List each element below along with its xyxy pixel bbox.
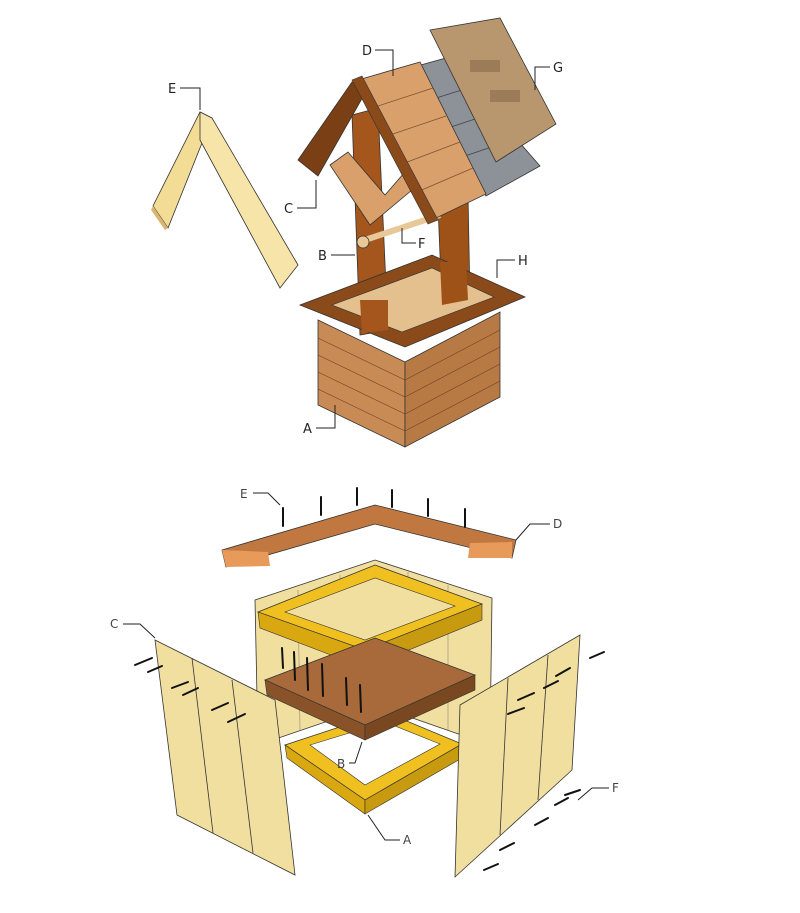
- leader-c-top: [297, 180, 317, 209]
- platform-screws: [281, 647, 362, 713]
- label-g-top: G: [553, 61, 563, 76]
- label-d-top: D: [362, 44, 372, 59]
- label-e-top: E: [168, 82, 176, 97]
- leader-g-top: [534, 66, 550, 90]
- leader-d-top: [375, 49, 394, 76]
- label-h-top: H: [518, 254, 528, 269]
- leader-f-bottom: [577, 787, 609, 801]
- label-e-bottom: E: [240, 487, 248, 501]
- part-f-side-panel: [454, 634, 581, 878]
- panel-c-screws: [134, 657, 246, 723]
- leader-a-bottom: [367, 814, 400, 841]
- leader-c-bottom: [123, 623, 156, 639]
- label-b-bottom: B: [337, 757, 345, 771]
- leader-d-bottom: [515, 523, 550, 541]
- box-right-face: [404, 311, 501, 448]
- leader-a-top: [316, 405, 336, 429]
- label-c-bottom: C: [110, 617, 118, 631]
- crank-knob: [356, 235, 370, 249]
- roof-fascia: [351, 75, 439, 225]
- label-f-bottom: F: [612, 781, 619, 795]
- panel-f-screws: [483, 651, 605, 871]
- trim-screws: [282, 487, 466, 528]
- top-assembly: E D G C B F H A: [151, 17, 563, 448]
- label-c-top: C: [284, 202, 293, 217]
- label-d-bottom: D: [553, 517, 562, 531]
- part-c-side-panel: [154, 639, 296, 876]
- part-e-a-frame: [151, 111, 299, 289]
- label-a-bottom: A: [403, 833, 412, 847]
- leader-h-top: [496, 259, 515, 278]
- leader-e-bottom: [253, 492, 281, 506]
- label-f-top: F: [418, 237, 425, 252]
- bottom-assembly: E D C B A F: [110, 487, 619, 878]
- label-a-top: A: [303, 422, 312, 437]
- leader-b-bottom: [349, 741, 363, 764]
- leader-e-top: [180, 87, 201, 110]
- leader-f-top: [401, 228, 416, 244]
- label-b-top: B: [318, 249, 327, 264]
